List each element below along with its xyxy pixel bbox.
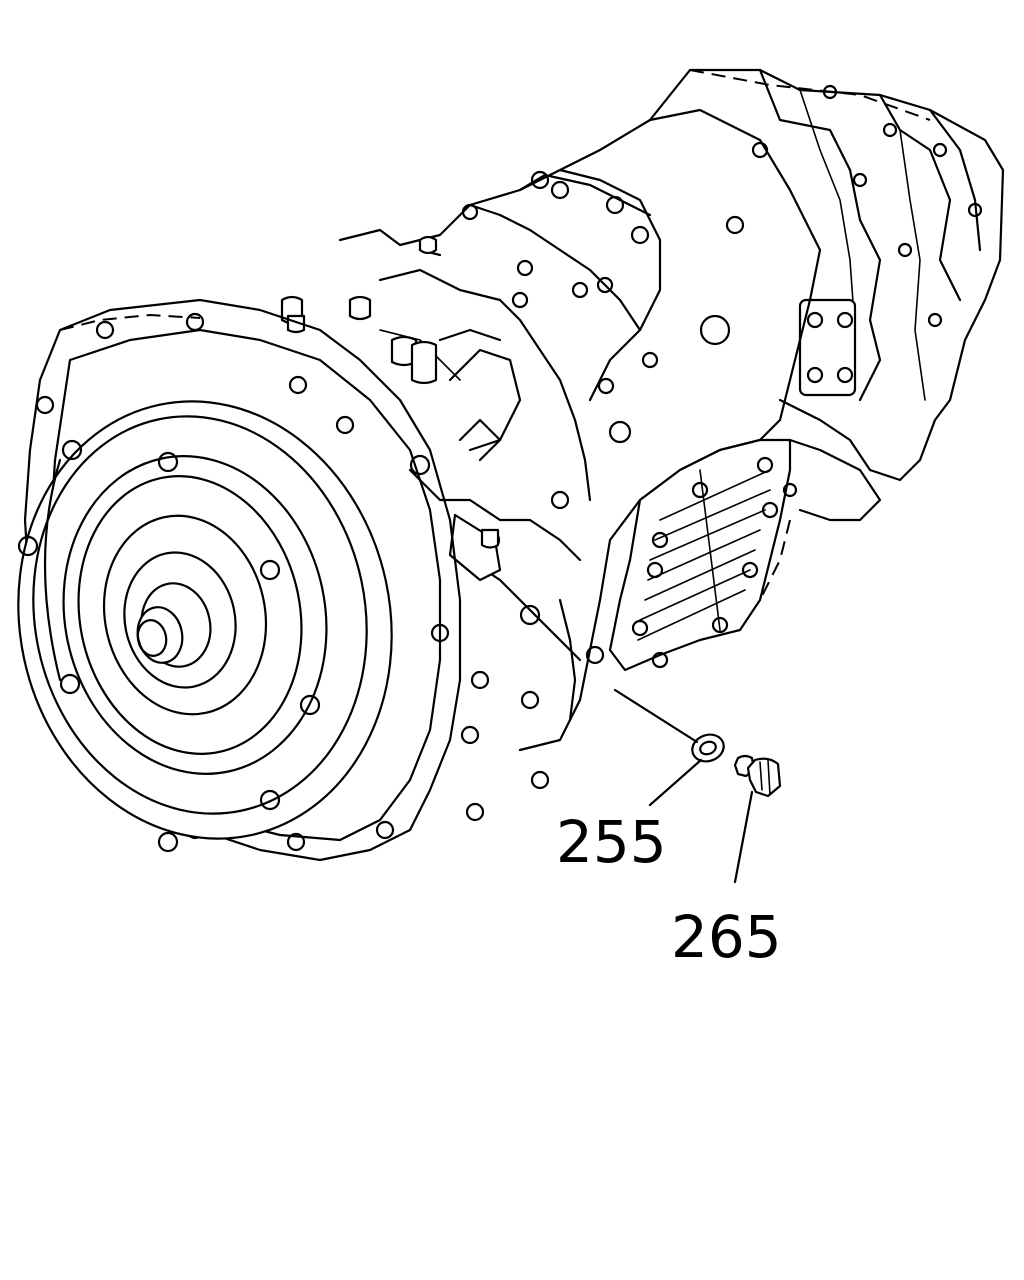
main-case <box>338 108 822 752</box>
leader-lines <box>613 688 754 884</box>
top-bolts <box>280 235 500 549</box>
rear-housing <box>648 68 1005 482</box>
washer-part <box>691 733 725 763</box>
callout-255: 255 <box>556 808 667 876</box>
lower-right-flange <box>759 438 882 601</box>
drain-plug-part <box>733 754 782 798</box>
callout-265: 265 <box>671 903 782 971</box>
oil-pan <box>608 438 792 672</box>
torque-converter <box>17 400 393 853</box>
